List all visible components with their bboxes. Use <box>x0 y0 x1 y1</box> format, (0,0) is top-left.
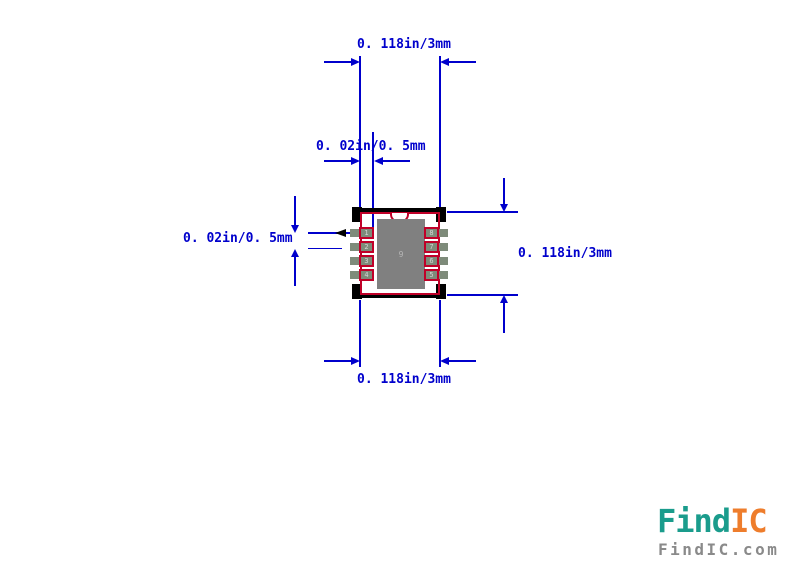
dim-extension-line <box>308 232 358 234</box>
dim-line-vertical <box>294 196 296 225</box>
dim-line-horizontal <box>324 61 351 63</box>
pin-number: 2 <box>364 242 369 251</box>
findic-logo[interactable]: FindIC <box>657 502 768 540</box>
arrow-up-icon <box>500 295 508 303</box>
pin-number: 6 <box>429 256 434 265</box>
arrow-down-icon <box>291 225 299 233</box>
pad-copper-left-1 <box>350 229 372 237</box>
dim-line-vertical <box>294 257 296 286</box>
dim-label-bottom-width: 0. 118in/3mm <box>357 372 451 387</box>
dim-line-horizontal <box>449 360 476 362</box>
pin-number: 4 <box>364 270 369 279</box>
silkscreen-bar-top <box>352 208 446 213</box>
pin-number: 8 <box>429 228 434 237</box>
dim-extension-line <box>359 56 361 208</box>
arrow-left-icon <box>440 357 449 365</box>
arrow-left-icon <box>440 58 449 66</box>
dim-label-top-width: 0. 118in/3mm <box>357 37 451 52</box>
arrow-down-icon <box>500 204 508 212</box>
arrow-right-icon <box>351 58 360 66</box>
arrow-right-icon <box>351 357 360 365</box>
dim-line-horizontal <box>324 360 351 362</box>
dim-extension-line <box>447 211 518 213</box>
dim-line-horizontal <box>449 61 476 63</box>
logo-text-ic: IC <box>730 502 768 540</box>
arrow-up-icon <box>291 249 299 257</box>
dim-extension-line <box>308 248 342 249</box>
pad-outline-7: 7 <box>424 241 439 253</box>
dim-extension-line <box>447 294 518 296</box>
pad-outline-4: 4 <box>359 269 374 281</box>
pad-copper-left-4 <box>350 271 372 279</box>
silkscreen-corner <box>352 284 362 299</box>
pad-outline-5: 5 <box>424 269 439 281</box>
dim-extension-line <box>439 300 441 367</box>
dim-label-pad-offset: 0. 02in/0. 5mm <box>316 139 426 154</box>
pad-copper-left-2 <box>350 243 372 251</box>
dim-label-right-height: 0. 118in/3mm <box>518 246 612 261</box>
silkscreen-corner <box>436 207 446 222</box>
silkscreen-bar-bottom <box>352 293 446 298</box>
pad-outline-6: 6 <box>424 255 439 267</box>
dim-extension-line <box>372 132 374 235</box>
silkscreen-corner <box>436 284 446 299</box>
thermal-pad-number: 9 <box>398 249 404 259</box>
silkscreen-corner <box>352 207 362 222</box>
dim-extension-line <box>359 300 361 367</box>
thermal-pad: 9 <box>377 219 425 289</box>
dim-label-pad-pitch: 0. 02in/0. 5mm <box>183 231 293 246</box>
pin-number: 3 <box>364 256 369 265</box>
findic-domain-text[interactable]: FindIC.com <box>658 540 780 559</box>
pin1-pointer-icon <box>335 229 346 237</box>
pad-outline-2: 2 <box>359 241 374 253</box>
dim-line-horizontal <box>324 160 351 162</box>
pad-outline-1: 1 <box>359 227 374 239</box>
dim-line-vertical <box>503 303 505 333</box>
arrow-right-icon <box>351 157 360 165</box>
dim-line-horizontal <box>383 160 410 162</box>
dim-line-vertical <box>503 178 505 204</box>
pad-outline-8: 8 <box>424 227 439 239</box>
pin-number: 1 <box>364 228 369 237</box>
pad-outline-3: 3 <box>359 255 374 267</box>
arrow-left-icon <box>374 157 383 165</box>
pin-number: 5 <box>429 270 434 279</box>
dim-extension-line <box>439 56 441 208</box>
pin-number: 7 <box>429 242 434 251</box>
pad-copper-left-3 <box>350 257 372 265</box>
logo-text-find: Find <box>657 502 731 540</box>
